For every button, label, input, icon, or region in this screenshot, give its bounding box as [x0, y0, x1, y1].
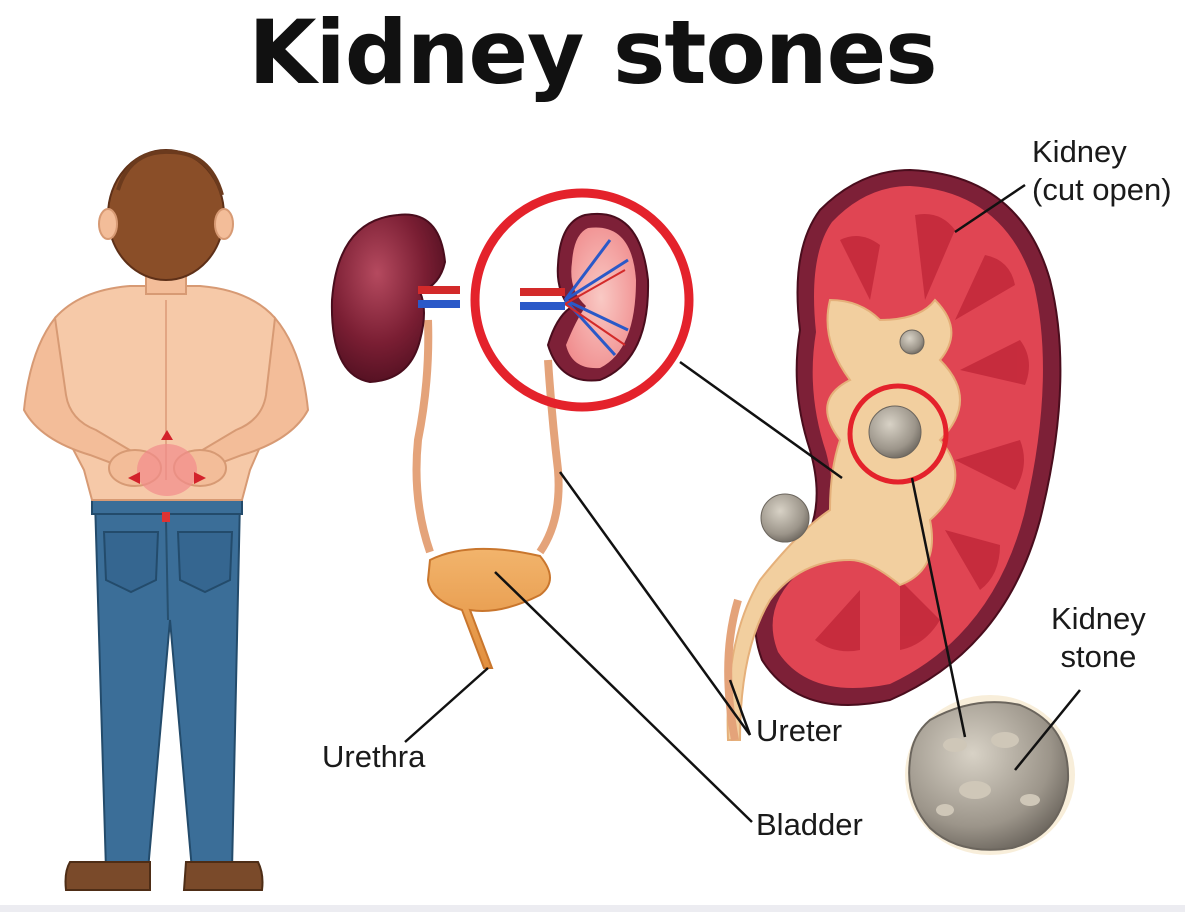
label-kidney-stone: Kidney stone [1051, 600, 1146, 676]
leader-urethra [404, 667, 489, 743]
bottom-edge-bar [0, 905, 1185, 912]
leader-ureter-1 [558, 471, 752, 736]
leader-kidney [954, 183, 1026, 234]
label-kidney: Kidney (cut open) [1032, 133, 1172, 209]
left-kidney [330, 213, 447, 384]
leader-stone-link [910, 477, 967, 738]
leader-zoom-link [679, 360, 843, 480]
highlight-circle-stone [847, 383, 949, 485]
highlight-circle-kidney [470, 188, 694, 412]
label-bladder: Bladder [756, 807, 863, 842]
person-back-view [22, 149, 310, 891]
label-urethra: Urethra [322, 739, 426, 774]
leader-ureter-2 [728, 679, 752, 736]
label-ureter: Ureter [756, 713, 843, 748]
label-stone-line1: Kidney [1051, 601, 1146, 636]
large-kidney-cut-open [724, 168, 1062, 741]
page-title: Kidney stones [248, 1, 937, 104]
label-kidney-line2: (cut open) [1032, 172, 1172, 207]
leader-lines [404, 183, 1081, 823]
leader-stone [1014, 689, 1081, 771]
urinary-system [330, 188, 694, 669]
label-stone-line2: stone [1060, 639, 1137, 674]
bladder-shape [426, 547, 551, 669]
leader-bladder [494, 571, 753, 823]
kidney-stone-magnified [905, 695, 1075, 855]
label-kidney-line1: Kidney [1032, 134, 1127, 169]
